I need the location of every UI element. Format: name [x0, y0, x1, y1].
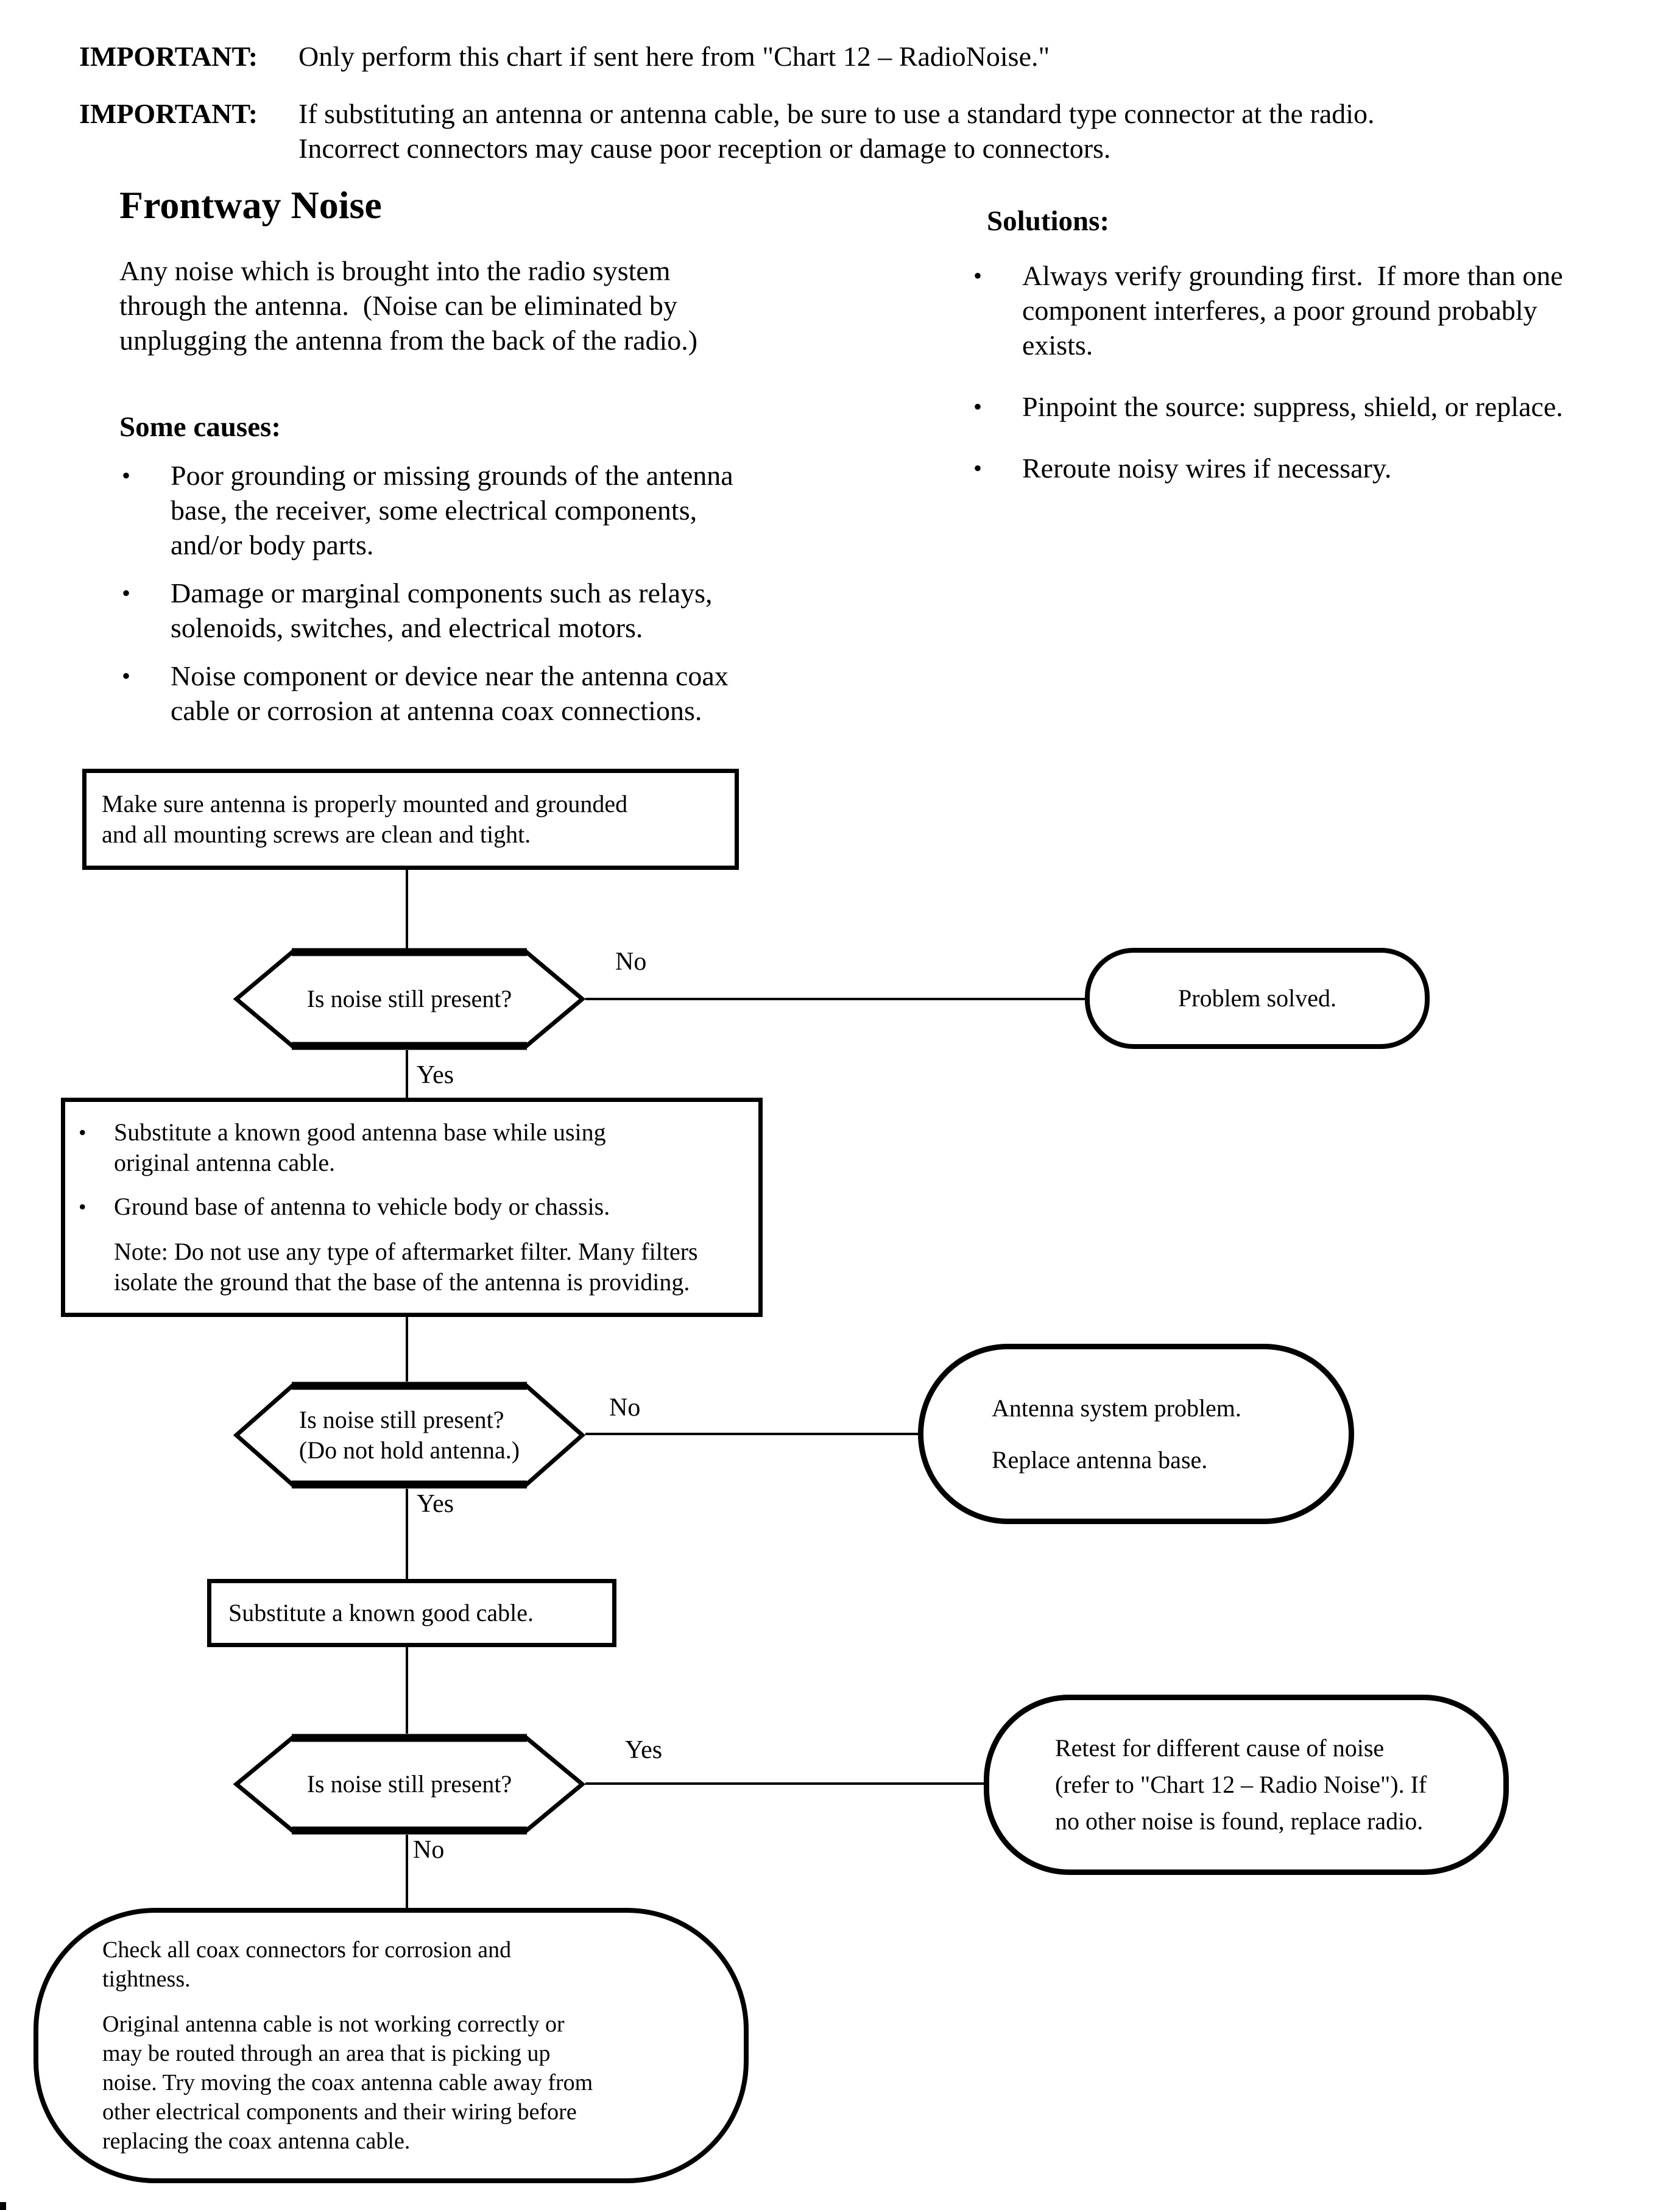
connector-line: [406, 870, 408, 949]
solution-text: Reroute noisy wires if necessary.: [1022, 453, 1392, 484]
flow-step-mount-antenna: Make sure antenna is properly mounted an…: [82, 769, 739, 870]
intro-paragraph: Any noise which is brought into the radi…: [119, 255, 698, 356]
decision-text: Is noise still present?: [306, 1770, 512, 1798]
connector-line: [585, 1782, 984, 1785]
edge-label-yes: Yes: [417, 1061, 454, 1089]
cause-text: Poor grounding or missing grounds of the…: [171, 460, 733, 560]
flow-step-substitute-base: • Substitute a known good antenna base w…: [61, 1098, 763, 1317]
terminal-text: Retest for different cause of noise (ref…: [1055, 1734, 1427, 1835]
flow-bullet-text: Substitute a known good antenna base whi…: [114, 1118, 606, 1176]
decision-noise-present-3: Is noise still present?: [233, 1734, 585, 1835]
edge-label-yes: Yes: [625, 1736, 663, 1764]
cause-text: Noise component or device near the anten…: [171, 660, 729, 726]
edge-label-no: No: [615, 948, 647, 976]
scan-artifact-mark: [0, 2202, 6, 2210]
decision-text: Is noise still present?: [306, 985, 512, 1012]
list-item: • Poor grounding or missing grounds of t…: [122, 458, 889, 562]
solutions-list: • Always verify grounding first. If more…: [973, 258, 1674, 485]
flow-note-text: Note: Do not use any type of aftermarket…: [114, 1238, 698, 1296]
bullet-icon: •: [79, 1120, 86, 1145]
list-item: • Pinpoint the source: suppress, shield,…: [973, 389, 1674, 424]
list-item: • Always verify grounding first. If more…: [973, 258, 1674, 362]
hexagon-shape: [233, 948, 585, 1050]
terminal-check-coax: Check all coax connectors for corrosion …: [34, 1908, 749, 2183]
terminal-text: Antenna system problem. Replace antenna …: [992, 1394, 1241, 1474]
causes-list: • Poor grounding or missing grounds of t…: [122, 458, 889, 728]
list-item: • Damage or marginal components such as …: [122, 576, 889, 645]
edge-label-yes: Yes: [417, 1490, 454, 1518]
terminal-paragraph-1: Check all coax connectors for corrosion …: [102, 1937, 512, 1992]
important-label-1: IMPORTANT:: [79, 41, 258, 72]
cause-text: Damage or marginal components such as re…: [171, 577, 713, 643]
list-item: • Substitute a known good antenna base w…: [79, 1117, 758, 1178]
list-item: • Noise component or device near the ant…: [122, 658, 889, 728]
important-text-1: Only perform this chart if sent here fro…: [298, 41, 1050, 72]
connector-line: [406, 1835, 408, 1909]
flow-step-substitute-cable: Substitute a known good cable.: [207, 1579, 616, 1647]
bullet-icon: •: [973, 393, 983, 420]
list-item: • Reroute noisy wires if necessary.: [973, 451, 1674, 485]
flow-step-text: Make sure antenna is properly mounted an…: [102, 790, 628, 848]
connector-line: [406, 1489, 408, 1579]
connector-line: [406, 1050, 408, 1098]
important-label-2: IMPORTANT:: [79, 98, 258, 129]
list-item: • Ground base of antenna to vehicle body…: [79, 1191, 758, 1222]
connector-line: [406, 1647, 408, 1734]
terminal-antenna-problem: Antenna system problem. Replace antenna …: [918, 1344, 1354, 1524]
hexagon-shape: [233, 1734, 585, 1835]
decision-noise-present-2: Is noise still present? (Do not hold ant…: [233, 1382, 585, 1489]
bullet-icon: •: [122, 462, 131, 489]
edge-label-no: No: [609, 1394, 641, 1422]
terminal-paragraph-2: Original antenna cable is not working co…: [102, 2011, 593, 2154]
page-title: Frontway Noise: [119, 183, 382, 227]
connector-line: [406, 1317, 408, 1382]
bullet-icon: •: [973, 262, 983, 289]
terminal-problem-solved: Problem solved.: [1085, 948, 1430, 1049]
edge-label-no: No: [413, 1836, 445, 1864]
causes-heading: Some causes:: [119, 411, 281, 443]
connector-line: [585, 1433, 918, 1435]
bullet-icon: •: [79, 1195, 86, 1219]
flow-bullet-text: Ground base of antenna to vehicle body o…: [114, 1193, 610, 1220]
solutions-heading: Solutions:: [987, 205, 1110, 237]
flow-step-text: Substitute a known good cable.: [228, 1599, 534, 1626]
bullet-icon: •: [122, 579, 131, 607]
terminal-retest: Retest for different cause of noise (ref…: [984, 1695, 1509, 1875]
solution-text: Always verify grounding first. If more t…: [1022, 260, 1563, 361]
decision-text: Is noise still present? (Do not hold ant…: [298, 1406, 520, 1464]
connector-line: [585, 998, 1085, 1000]
terminal-text: Problem solved.: [1178, 984, 1336, 1012]
decision-noise-present-1: Is noise still present?: [233, 948, 585, 1050]
bullet-icon: •: [122, 662, 131, 690]
bullet-icon: •: [973, 454, 983, 482]
hexagon-shape: [233, 1382, 585, 1489]
important-text-2: If substituting an antenna or antenna ca…: [298, 98, 1375, 164]
solution-text: Pinpoint the source: suppress, shield, o…: [1022, 391, 1563, 422]
